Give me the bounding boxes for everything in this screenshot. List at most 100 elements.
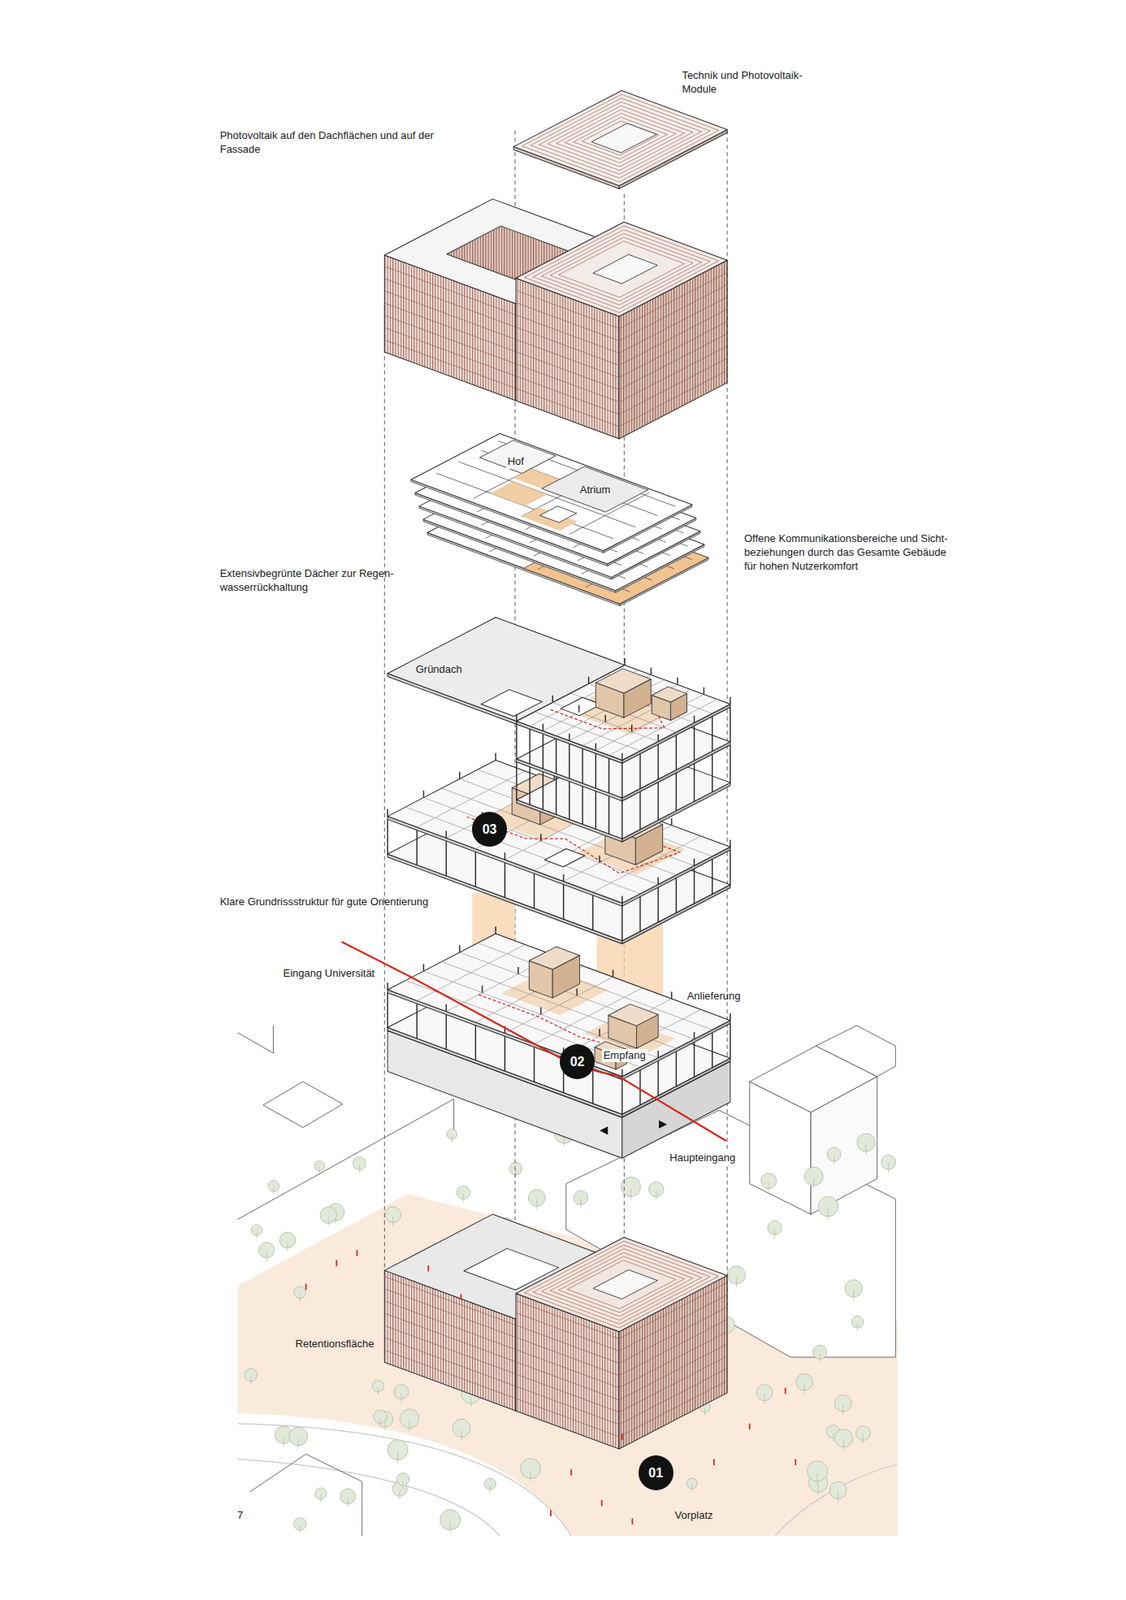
column-post bbox=[621, 896, 624, 904]
floor-line bbox=[384, 1288, 516, 1338]
floor-line bbox=[384, 1349, 516, 1399]
column bbox=[542, 733, 544, 769]
column-post bbox=[657, 1050, 659, 1058]
tree-trunk bbox=[853, 1290, 854, 1300]
column-post bbox=[459, 771, 461, 780]
column bbox=[639, 753, 641, 789]
tree-trunk bbox=[837, 1491, 839, 1502]
column bbox=[675, 735, 677, 771]
person-marker bbox=[621, 1433, 624, 1440]
plan-wall bbox=[459, 461, 637, 528]
callout-text: 01 bbox=[648, 1465, 663, 1481]
column-post bbox=[604, 714, 607, 723]
grid-line bbox=[477, 943, 713, 1031]
floor-line bbox=[515, 1312, 620, 1352]
tree-trunk bbox=[347, 1497, 349, 1507]
column-post bbox=[423, 963, 425, 971]
column bbox=[693, 868, 695, 904]
column-post bbox=[481, 985, 484, 993]
column-post bbox=[671, 818, 673, 826]
annotation-label: Vorplatz bbox=[673, 1508, 715, 1523]
column-post bbox=[568, 733, 571, 741]
tree-trunk bbox=[887, 1163, 889, 1173]
floor-line bbox=[619, 308, 728, 365]
tree-trunk bbox=[282, 1436, 284, 1447]
tree-trunk bbox=[461, 1429, 463, 1441]
annotation-label: Anlieferung bbox=[685, 989, 743, 1004]
pv-module-row bbox=[547, 105, 693, 171]
pv-module-row bbox=[564, 113, 676, 164]
column bbox=[568, 743, 570, 779]
floor-line bbox=[515, 327, 620, 366]
column-post bbox=[671, 991, 673, 999]
column bbox=[729, 1023, 731, 1059]
column bbox=[528, 728, 530, 764]
path-edge bbox=[238, 1423, 572, 1536]
column bbox=[386, 818, 388, 854]
floor-line bbox=[384, 339, 516, 389]
tree-trunk bbox=[399, 1489, 401, 1499]
column bbox=[729, 849, 731, 885]
column bbox=[504, 1035, 506, 1071]
column-post bbox=[612, 970, 615, 978]
floor-line bbox=[515, 363, 620, 403]
column-post bbox=[445, 1004, 447, 1012]
floor-line bbox=[619, 1368, 728, 1425]
tree-trunk bbox=[842, 1404, 844, 1415]
person-marker bbox=[784, 1387, 787, 1395]
column bbox=[639, 1069, 641, 1105]
column bbox=[657, 1061, 659, 1096]
pv-module-row bbox=[532, 229, 711, 309]
floor-line bbox=[384, 1325, 516, 1374]
tree-trunk bbox=[255, 1230, 257, 1239]
tree-trunk bbox=[630, 1188, 632, 1200]
column bbox=[608, 796, 610, 834]
column-post bbox=[540, 833, 542, 841]
void-opening bbox=[560, 697, 602, 715]
column bbox=[533, 1047, 535, 1083]
column-post bbox=[551, 695, 554, 703]
callout-text: 02 bbox=[570, 1054, 585, 1070]
column bbox=[608, 757, 610, 793]
column-post bbox=[563, 874, 565, 882]
floor-line bbox=[619, 1355, 728, 1412]
tree-trunk bbox=[655, 1190, 657, 1200]
tree-trunk bbox=[580, 1199, 581, 1209]
tree-trunk bbox=[401, 1393, 403, 1403]
floor-line bbox=[515, 290, 620, 329]
annotation-label: Hof bbox=[506, 454, 526, 469]
column-post bbox=[693, 857, 696, 866]
person-marker bbox=[631, 1518, 633, 1525]
column-post bbox=[423, 790, 425, 798]
column-post bbox=[595, 743, 598, 751]
floor-line bbox=[515, 351, 620, 390]
column-post bbox=[623, 658, 626, 666]
floor-line bbox=[619, 370, 728, 427]
tree-trunk bbox=[286, 1241, 288, 1252]
column bbox=[415, 830, 417, 866]
core-box-top bbox=[608, 1004, 659, 1027]
tree-trunk bbox=[857, 1322, 858, 1331]
column-post bbox=[598, 1028, 601, 1036]
column bbox=[711, 859, 713, 895]
column bbox=[657, 744, 659, 780]
floor-line bbox=[384, 327, 516, 377]
floor-line bbox=[515, 315, 620, 354]
column bbox=[563, 883, 564, 919]
column-post bbox=[650, 667, 653, 676]
plan-wall bbox=[436, 472, 614, 539]
person-marker bbox=[570, 1468, 572, 1476]
tree-trunk bbox=[299, 1293, 301, 1302]
floor-line bbox=[384, 290, 516, 340]
callout-text: 03 bbox=[482, 822, 498, 837]
tree-trunk bbox=[250, 1376, 252, 1385]
column-post bbox=[621, 1069, 624, 1077]
column-post bbox=[693, 715, 696, 724]
person-marker bbox=[601, 1499, 603, 1507]
column bbox=[515, 723, 517, 759]
pv-roof-plate-top bbox=[513, 90, 728, 187]
column bbox=[542, 771, 544, 810]
floor-line bbox=[384, 1337, 516, 1386]
entrance-marker bbox=[658, 1120, 667, 1129]
column bbox=[592, 895, 594, 931]
